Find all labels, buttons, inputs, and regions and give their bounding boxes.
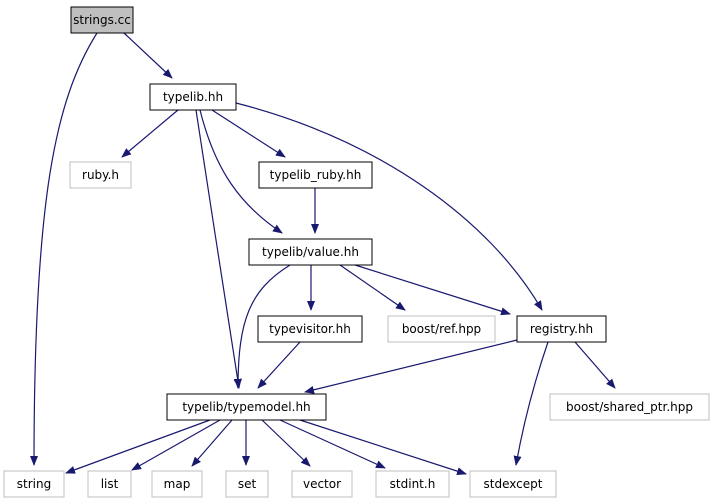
node-label: typelib/typemodel.hh [182,400,310,414]
node-box [257,315,363,343]
node-ruby-h: ruby.h [69,161,132,189]
node-label: stdint.h [390,477,436,491]
node-vector: vector [291,470,353,498]
node-typemodel-hh[interactable]: typelib/typemodel.hh [166,393,327,421]
node-stdexcept: stdexcept [469,470,557,498]
node-box [469,470,557,498]
node-box [225,470,269,498]
edge-value_hh-to-typemodel_hh [234,264,291,389]
node-label: ruby.h [82,168,119,182]
node-label: string [17,477,51,491]
node-box [149,83,237,111]
node-box [70,6,134,34]
edge-typemodel_hh-to-stdexcept [299,419,467,476]
node-value-hh[interactable]: typelib/value.hh [248,238,373,266]
node-label: boost/ref.hpp [402,322,481,336]
edge-typemodel_hh-to-vector [261,419,311,467]
edge-registry_hh-to-typemodel_hh [304,339,518,394]
node-registry-hh[interactable]: registry.hh [516,315,607,343]
node-label: typelib_ruby.hh [270,168,362,182]
node-box [151,470,203,498]
edge-typelib_hh-to-registry_hh [235,102,543,311]
node-label: typevisitor.hh [269,322,351,336]
node-set: set [225,470,269,498]
node-label: typelib.hh [163,90,223,104]
edge-typelib_hh-to-value_hh [199,109,283,234]
edge-registry_hh-to-stdexcept [513,341,549,466]
edge-typemodel_hh-to-list [131,419,221,471]
edge-typevisitor_hh-to-typemodel_hh [257,341,301,389]
node-stdint-h: stdint.h [375,470,450,498]
edge-typemodel_hh-to-stdint_h [279,419,386,469]
node-box [387,315,496,343]
node-label: set [238,477,257,491]
node-box [87,470,132,498]
edge-value_hh-to-boost_ref [339,264,406,311]
node-typevisitor-hh[interactable]: typevisitor.hh [257,315,363,343]
node-box [166,393,327,421]
node-label: map [164,477,191,491]
node-typelib-ruby-hh[interactable]: typelib_ruby.hh [258,161,373,189]
edge-value_hh-to-registry_hh [354,264,511,316]
node-label: list [101,477,119,491]
node-strings-cc[interactable]: strings.cc [70,6,134,34]
node-box [258,161,373,189]
edge-typelib_hh-to-typemodel_hh [195,109,242,389]
nodes-layer: strings.cc typelib.hh ruby.h typelib_ruby.h… [3,6,710,498]
edge-typemodel_hh-to-map [191,419,233,467]
node-label: typelib/value.hh [262,245,359,259]
edges-layer [30,32,616,476]
edge-strings_cc-to-string [30,32,98,466]
edge-typelib_hh-to-typelib_ruby_hh [211,109,286,158]
node-box [516,315,607,343]
edge-strings_cc-to-typelib_hh [123,32,173,79]
node-typelib-hh[interactable]: typelib.hh [149,83,237,111]
node-boost-shared-ptr: boost/shared_ptr.hpp [549,393,710,421]
node-box [375,470,450,498]
node-label: strings.cc [73,13,131,27]
node-boost-ref: boost/ref.hpp [387,315,496,343]
node-map: map [151,470,203,498]
edge-registry_hh-to-boost_shared_ptr [574,341,616,389]
edge-typelib_hh-to-ruby_h [121,109,179,158]
node-list: list [87,470,132,498]
node-label: vector [303,477,341,491]
edge-typemodel_hh-to-string [65,419,211,474]
node-box [3,470,65,498]
node-box [549,393,710,421]
node-label: boost/shared_ptr.hpp [566,400,693,414]
node-box [69,161,132,189]
node-box [248,238,373,266]
node-label: registry.hh [530,322,593,336]
node-string: string [3,470,65,498]
node-label: stdexcept [484,477,543,491]
node-box [291,470,353,498]
